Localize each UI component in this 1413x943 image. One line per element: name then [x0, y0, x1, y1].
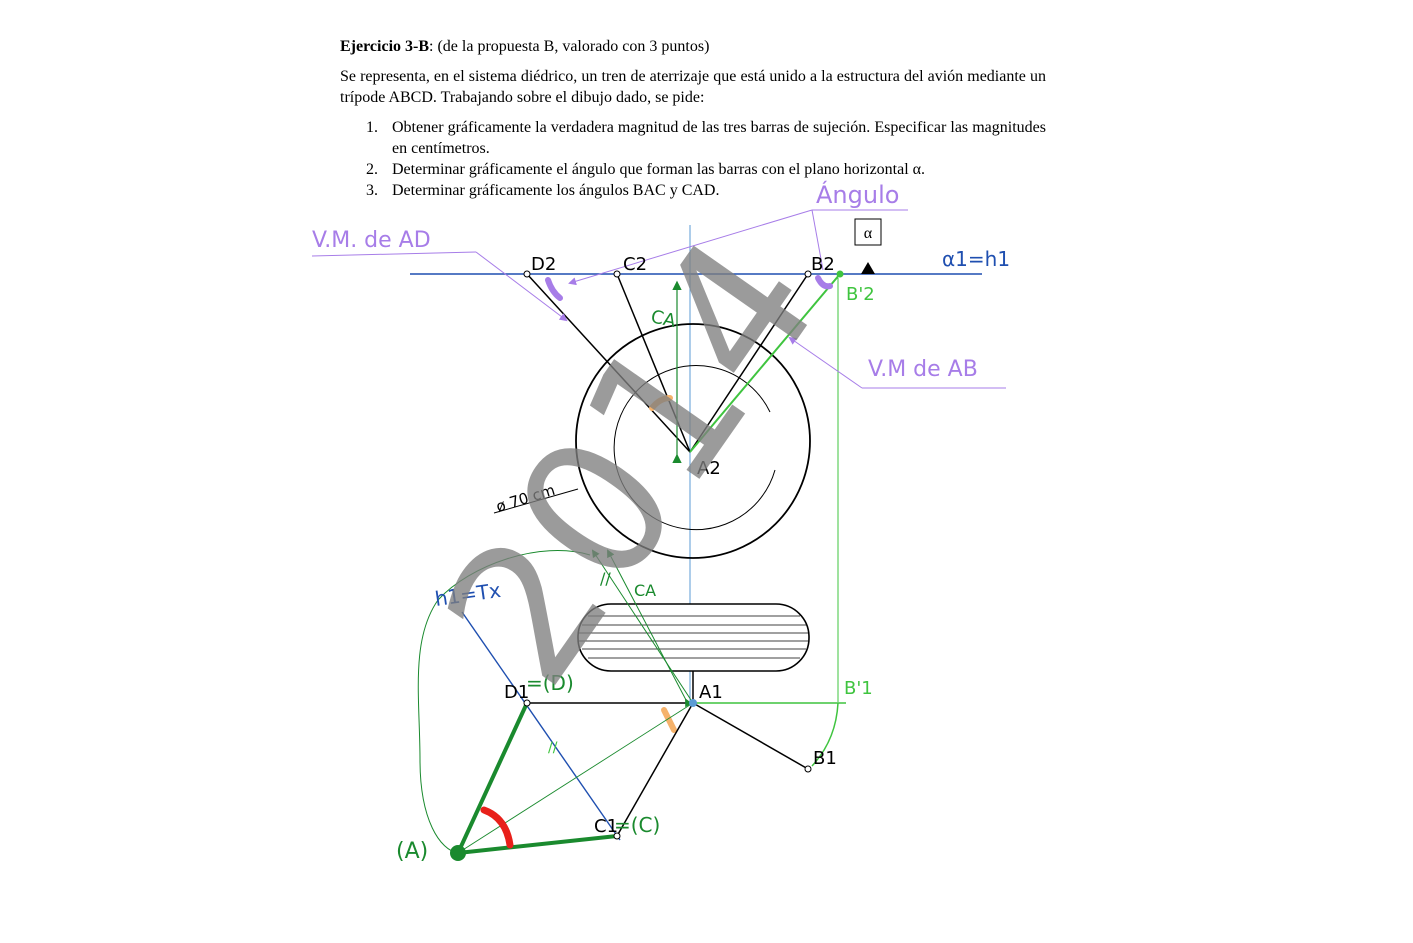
angle-mark-b2 [815, 275, 833, 290]
true-size-ac [457, 834, 618, 855]
leader-angulo-right [811, 209, 824, 271]
exercise-title-rest: : (de la propuesta B, valorado con 3 pun… [429, 38, 710, 55]
hinge-line-h1-tx [461, 611, 621, 841]
point-a1 [689, 699, 697, 707]
point-b2-prime [836, 270, 844, 278]
task-number: 1. [366, 119, 378, 136]
task-text: Determinar gráficamente el ángulo que fo… [392, 161, 926, 178]
annotation-ca-plan: CA [634, 581, 656, 600]
bar-a1-b1 [692, 702, 809, 770]
exercise-intro: Se representa, en el sistema diédrico, u… [340, 68, 1046, 106]
alpha-plane-box [854, 218, 882, 246]
task-text: Obtener gráficamente la verdadera magnit… [392, 119, 1046, 157]
task-list: 1. Obtener gráficamente la verdadera magn… [340, 117, 1046, 201]
task-item: 1. Obtener gráficamente la verdadera magn… [340, 117, 1046, 159]
task-text: Determinar gráficamente los ángulos BAC … [392, 182, 720, 199]
perpendicular-a1 [457, 702, 694, 854]
bar-a1-c1 [616, 702, 694, 837]
annotation-alpha1-h1: α1=h1 [942, 247, 1010, 271]
annotation-angulo: Ángulo [816, 180, 899, 209]
task-number: 2. [366, 161, 378, 178]
annotation-vm-ab: V.M de AB [868, 357, 978, 382]
wheel-outer-circle [575, 323, 811, 559]
label-d2: D2 [531, 254, 556, 275]
alpha-plane-marker [861, 262, 875, 274]
annotation-d1-rotated: =(D) [526, 671, 574, 695]
angle-mark-plan [661, 707, 677, 733]
angle-mark-d2 [545, 277, 563, 301]
true-length-ab [689, 273, 841, 453]
label-d1: D1 [504, 682, 529, 703]
annotation-parallel-h1: // [548, 740, 558, 756]
wheel-inner-arc [613, 365, 776, 531]
bar-a2-d2 [526, 273, 691, 453]
angle-mark-elevation [649, 395, 673, 411]
annotation-vm-ad: V.M. de AD [312, 228, 431, 253]
label-a1: A1 [699, 682, 723, 703]
exercise-title: Ejercicio 3-B: (de la propuesta B, valor… [340, 36, 1046, 57]
leader-angulo-left [568, 209, 813, 286]
task-item: 2. Determinar gráficamente el ángulo que … [340, 159, 1046, 180]
label-c1: C1 [594, 816, 618, 837]
rotation-arc-a [417, 550, 591, 854]
alpha-plane-label: α [864, 225, 873, 242]
diameter-leader [493, 488, 579, 514]
parallel-arrow-2 [607, 549, 693, 708]
exercise-title-bold: Ejercicio 3-B [340, 38, 430, 55]
annotation-ca-elevation: CA [649, 306, 678, 332]
label-b1: B1 [813, 748, 837, 769]
bar-a2-b2 [689, 273, 809, 453]
exercise-text: Ejercicio 3-B: (de la propuesta B, valor… [340, 36, 1046, 201]
label-b2: B2 [811, 254, 835, 275]
leader-vm-ad-underline [311, 251, 477, 257]
annotation-b1-prime: B'1 [844, 678, 873, 699]
label-a2: A2 [697, 458, 721, 479]
task-number: 3. [366, 182, 378, 199]
angle-cad-mark [480, 806, 514, 849]
annotation-parallel-plan: // [600, 569, 611, 588]
point-markers [523, 270, 812, 840]
annotation-c1-rotated: =(C) [614, 813, 660, 837]
true-size-ad [456, 702, 529, 854]
leader-vm-ad [475, 251, 568, 322]
annotation-a-rotated: (A) [396, 839, 428, 864]
rotation-arc-b1 [811, 702, 839, 767]
point-a-rotated [450, 845, 466, 861]
label-c2: C2 [623, 254, 647, 275]
annotation-b2-prime: B'2 [846, 284, 875, 305]
leader-vm-ab [788, 336, 863, 389]
task-item: 3. Determinar gráficamente los ángulos BA… [340, 180, 1046, 201]
